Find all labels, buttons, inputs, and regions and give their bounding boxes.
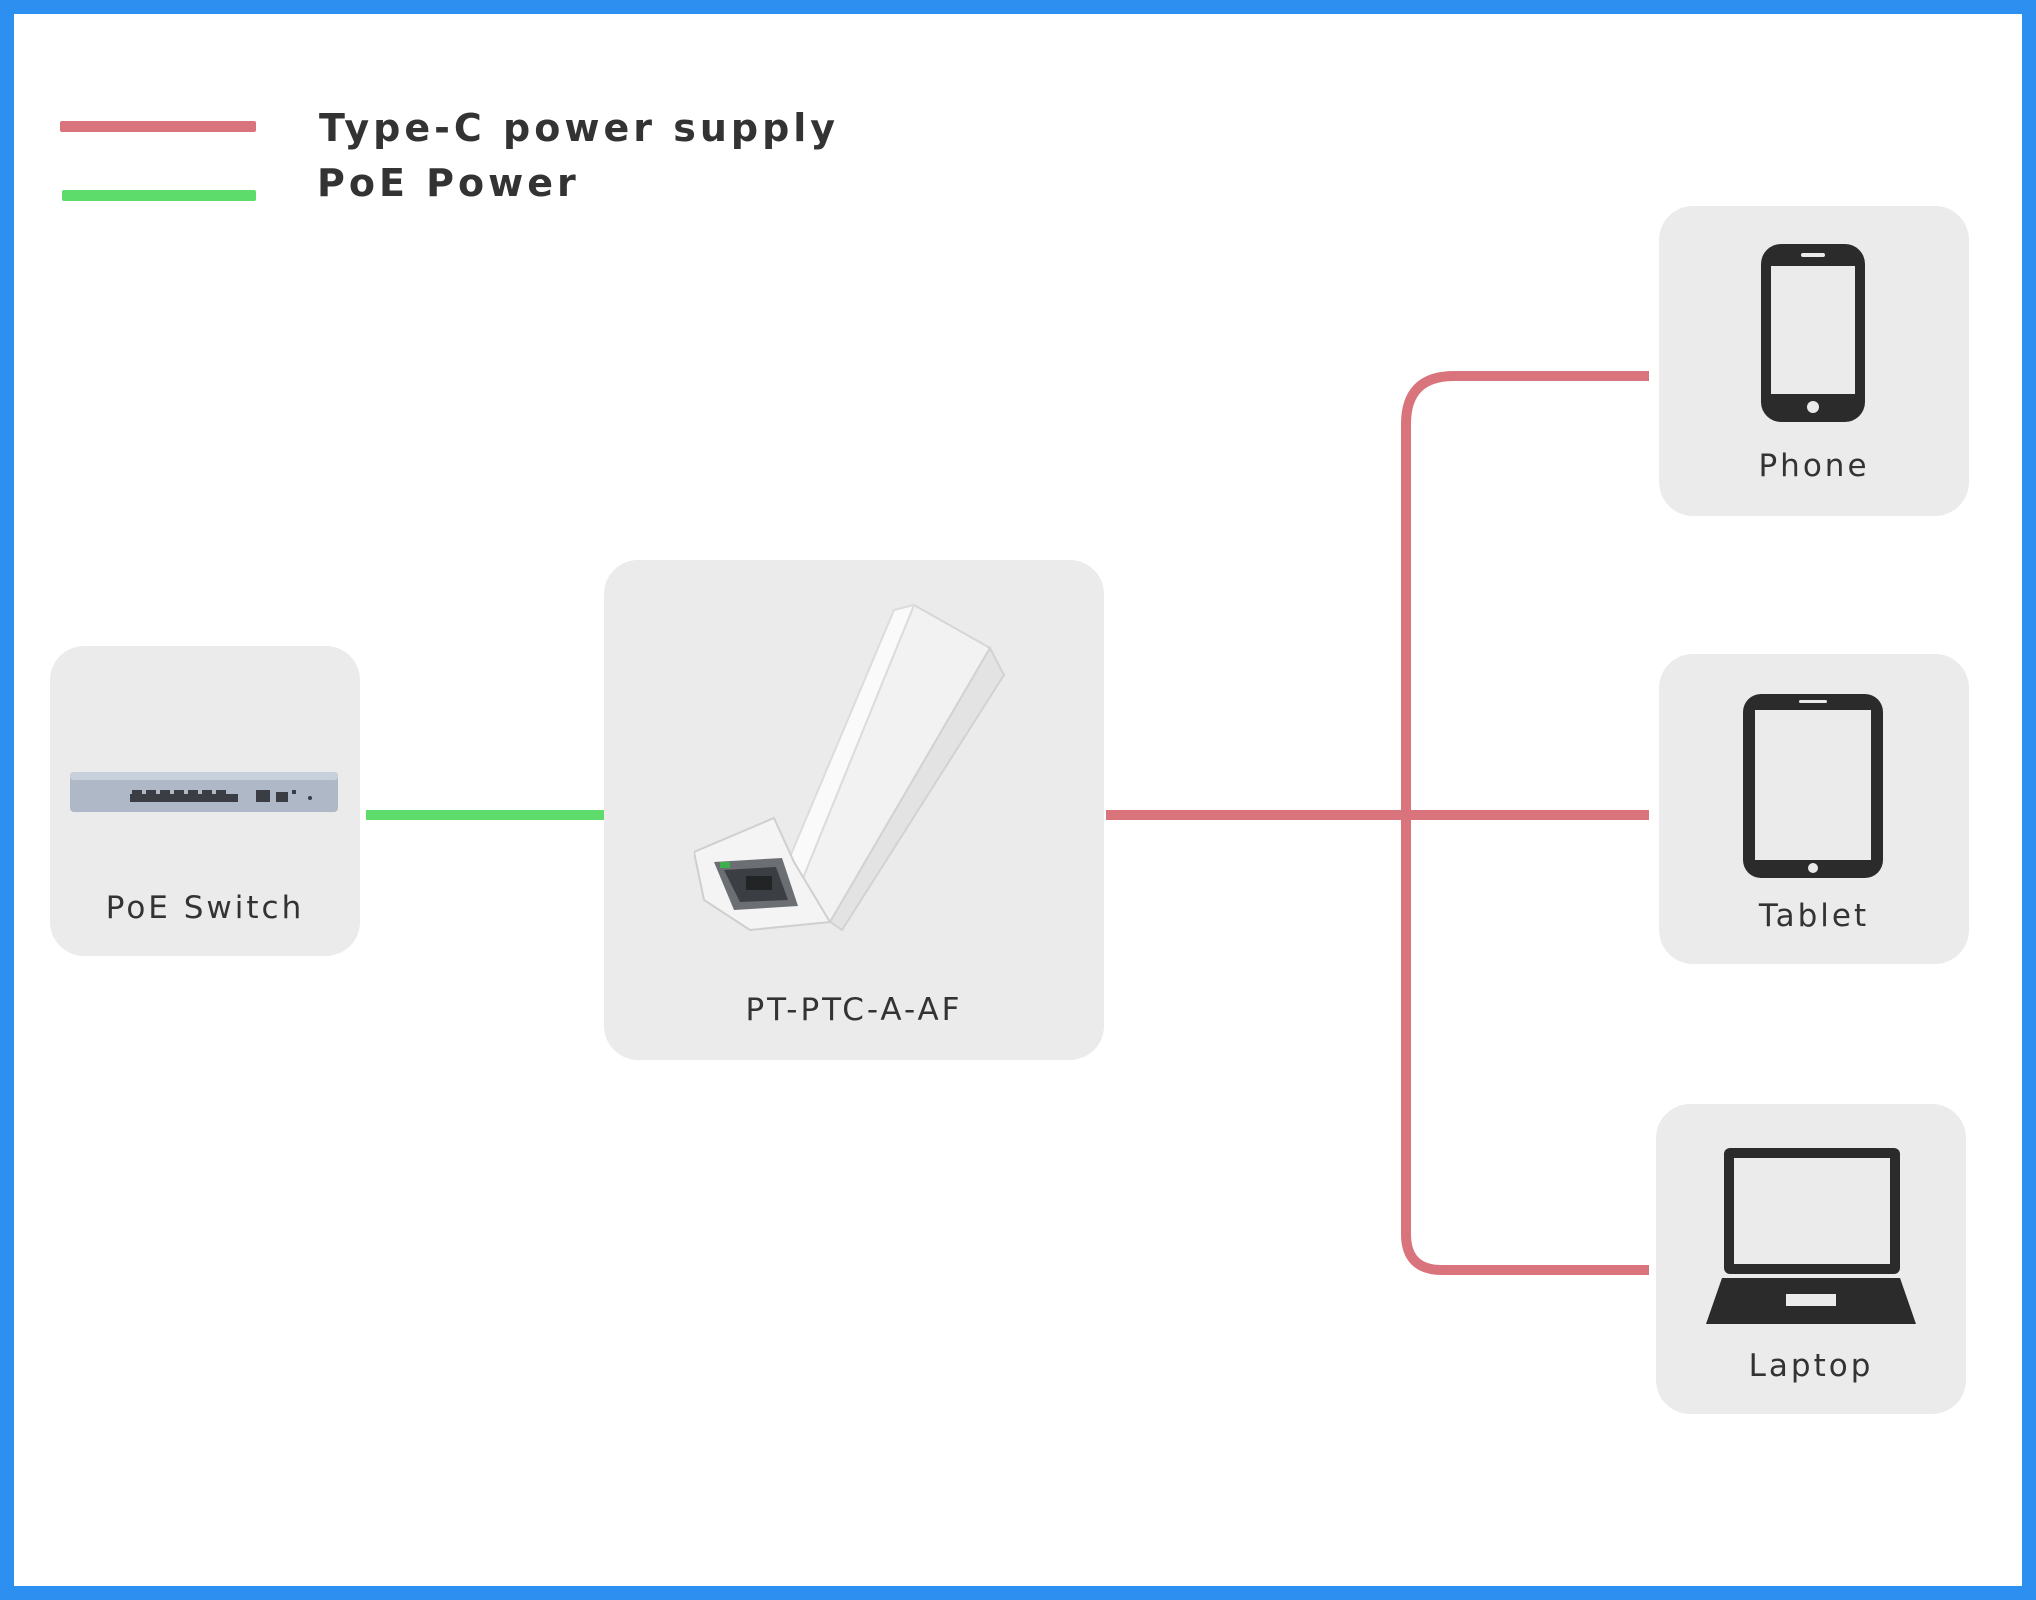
type-c-phone-line: [1401, 371, 1649, 1275]
poe-splitter-device-icon: [694, 603, 1006, 932]
laptop-label: Laptop: [1748, 1348, 1874, 1384]
legend-type-c-line: [60, 121, 256, 132]
legend-type-c-label: Type-C power supply: [319, 106, 840, 150]
network-switch-icon: [70, 772, 338, 812]
phone-card[interactable]: Phone: [1659, 206, 1969, 516]
laptop-icon: [1706, 1148, 1916, 1324]
tablet-card[interactable]: Tablet: [1659, 654, 1969, 964]
poe-switch-label: PoE Switch: [105, 890, 305, 926]
injector-card[interactable]: PT-PTC-A-AF: [604, 560, 1104, 1060]
tablet-label: Tablet: [1758, 898, 1870, 934]
poe-switch-card[interactable]: PoE Switch: [50, 646, 360, 956]
phone-icon: [1761, 244, 1865, 422]
tablet-icon: [1743, 694, 1883, 878]
laptop-card[interactable]: Laptop: [1656, 1104, 1966, 1414]
connection-wires: [366, 371, 1649, 1275]
phone-label: Phone: [1758, 448, 1870, 484]
legend-poe-label: PoE Power: [317, 161, 580, 205]
injector-label: PT-PTC-A-AF: [745, 992, 963, 1028]
legend-poe-line: [62, 190, 256, 201]
